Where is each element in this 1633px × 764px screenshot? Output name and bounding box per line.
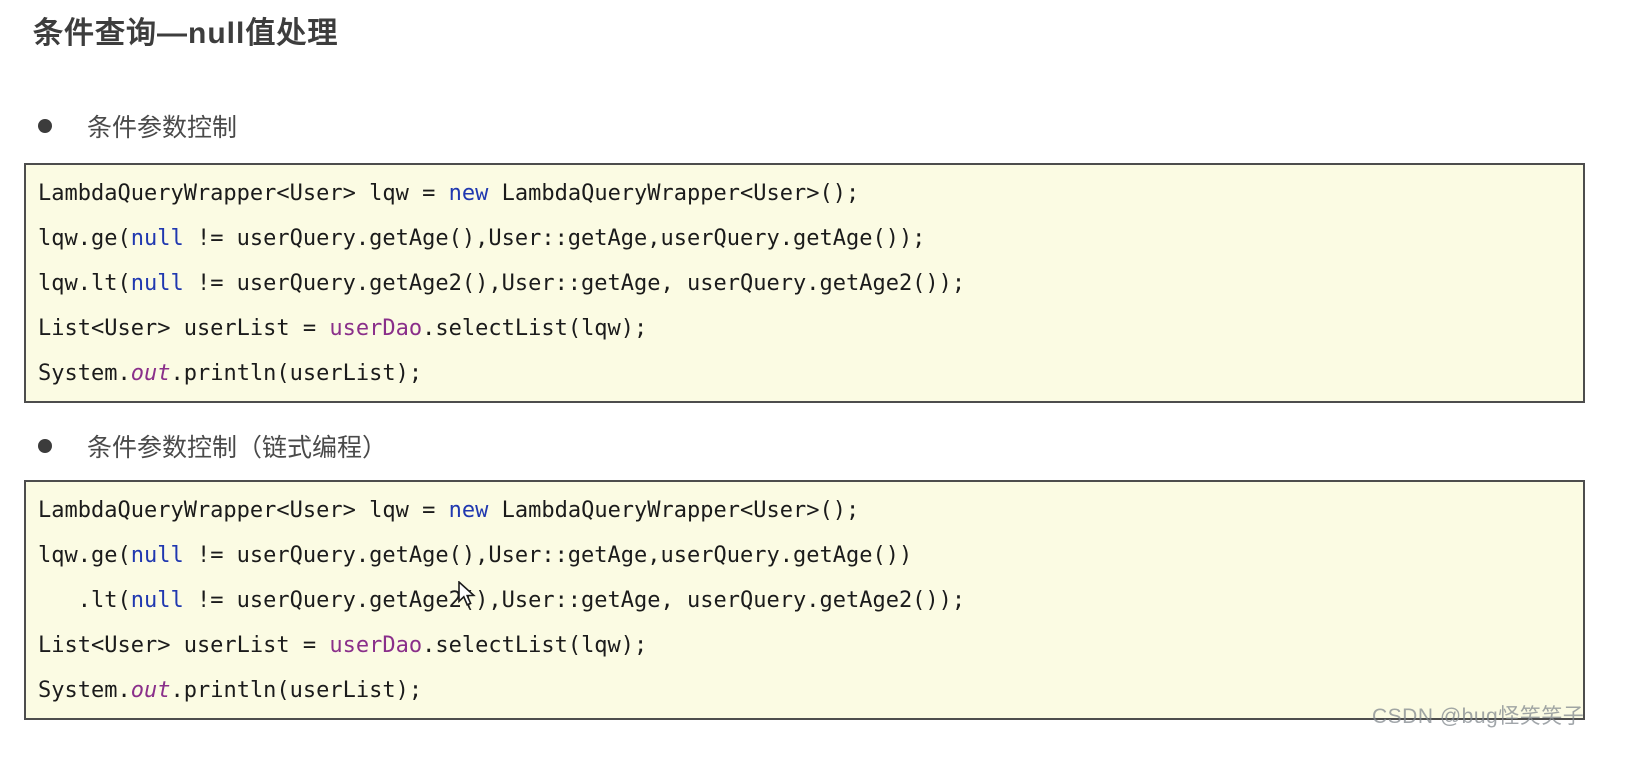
code-line: System.out.println(userList); [38, 361, 423, 386]
code-line: LambdaQueryWrapper<User> lqw = new Lambd… [38, 498, 860, 523]
bullet-icon [38, 439, 52, 453]
code-line: lqw.ge(null != userQuery.getAge(),User::… [38, 226, 926, 251]
bullet-item-condition-control-chained: 条件参数控制（链式编程） [38, 428, 387, 464]
code-line: lqw.lt(null != userQuery.getAge2(),User:… [38, 271, 966, 296]
code-line: System.out.println(userList); [38, 678, 423, 703]
code-line: List<User> userList = userDao.selectList… [38, 633, 648, 658]
bullet-item-condition-control: 条件参数控制 [38, 108, 237, 144]
code-line: .lt(null != userQuery.getAge2(),User::ge… [38, 588, 966, 613]
code-block-condition-control: LambdaQueryWrapper<User> lqw = new Lambd… [24, 163, 1585, 403]
bullet-label: 条件参数控制 [87, 114, 238, 142]
bullet-icon [38, 119, 52, 133]
page-title: 条件查询—null值处理 [33, 17, 339, 50]
code-block-condition-control-chained: LambdaQueryWrapper<User> lqw = new Lambd… [24, 480, 1585, 720]
code-line: lqw.ge(null != userQuery.getAge(),User::… [38, 543, 913, 568]
bullet-label: 条件参数控制（链式编程） [87, 434, 388, 462]
watermark: CSDN @bug怪笑笑子 [1372, 705, 1585, 728]
code-line: LambdaQueryWrapper<User> lqw = new Lambd… [38, 181, 860, 206]
code-line: List<User> userList = userDao.selectList… [38, 316, 648, 341]
